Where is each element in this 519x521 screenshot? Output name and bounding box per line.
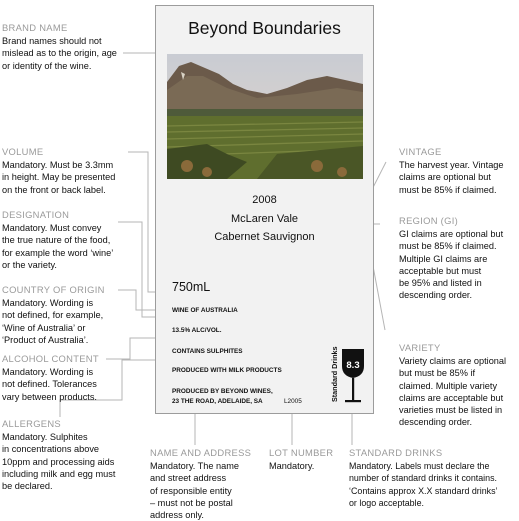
- leader-volume: [128, 151, 158, 293]
- wine-label: Beyond Boundaries 2008 McLaren Vale: [155, 5, 374, 414]
- annotation-country-of-origin: COUNTRY OF ORIGIN Mandatory. Wording is …: [2, 284, 105, 345]
- contains-sulphites: CONTAINS SULPHITES: [172, 348, 243, 355]
- region-name: McLaren Vale: [230, 213, 299, 225]
- svg-text:8.3: 8.3: [346, 360, 359, 371]
- lot-number: L2005: [284, 398, 302, 405]
- producer-line-1: PRODUCED BY BEYOND WINES,: [172, 388, 273, 395]
- variety-name: Cabernet Sauvignon: [214, 231, 315, 243]
- milk-products: PRODUCED WITH MILK PRODUCTS: [172, 367, 282, 374]
- annotation-alcohol-content: ALCOHOL CONTENT Mandatory. Wording is no…: [2, 353, 99, 402]
- annotation-heading: BRAND NAME: [2, 22, 68, 33]
- annotation-name-and-address: NAME AND ADDRESS Mandatory. The name and…: [150, 447, 252, 521]
- wine-glass-icon: 8.3: [342, 349, 364, 403]
- annotation-region: REGION (GI) GI claims are optional but m…: [399, 215, 504, 301]
- annotation-allergens: ALLERGENS Mandatory. Sulphites in concen…: [2, 418, 116, 492]
- leader-allergens: [59, 359, 158, 417]
- leader-country: [118, 289, 158, 311]
- leader-designation: [118, 221, 158, 318]
- svg-text:Standard Drinks: Standard Drinks: [330, 346, 339, 402]
- annotation-lot-number: LOT NUMBER Mandatory.: [269, 447, 334, 472]
- standard-drinks-text: Standard Drinks: [330, 346, 339, 402]
- alcohol-content: 13.5% ALC/VOL.: [172, 327, 222, 334]
- vineyard-photo: [167, 54, 363, 179]
- country-of-origin: WINE OF AUSTRALIA: [172, 307, 238, 314]
- vintage-year: 2008: [252, 194, 277, 206]
- brand-name: Beyond Boundaries: [188, 18, 341, 38]
- annotation-standard-drinks: STANDARD DRINKS Mandatory. Labels must d…: [349, 447, 498, 508]
- producer-line-2: 23 THE ROAD, ADELAIDE, SA: [172, 398, 263, 405]
- annotation-designation: DESIGNATION Mandatory. Must convey the t…: [2, 209, 114, 270]
- annotation-vintage: VINTAGE The harvest year. Vintage claims…: [399, 146, 504, 195]
- leader-alcohol: [106, 337, 158, 360]
- annotation-volume: VOLUME Mandatory. Must be 3.3mm in heigh…: [2, 146, 116, 195]
- annotation-brand-name: BRAND NAME Brand names should not mislea…: [2, 22, 120, 72]
- volume: 750mL: [172, 280, 211, 294]
- annotation-variety: VARIETY Variety claims are optional but …: [399, 342, 507, 428]
